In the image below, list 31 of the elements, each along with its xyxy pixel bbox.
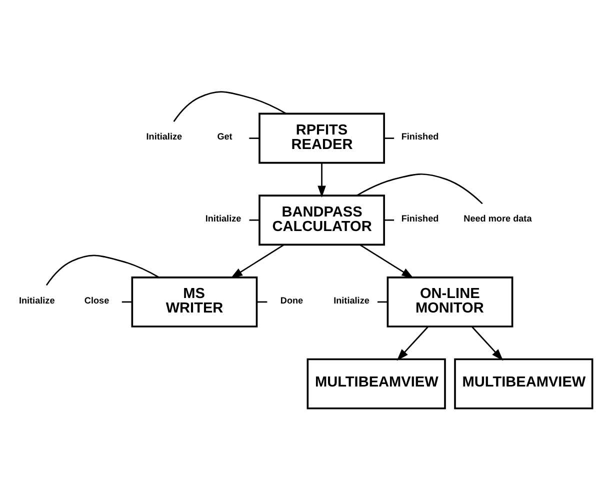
arrow bbox=[472, 326, 504, 360]
connector bbox=[122, 300, 132, 302]
arrow bbox=[360, 244, 414, 278]
connector bbox=[173, 90, 286, 122]
node-box: BANDPASS CALCULATOR bbox=[258, 194, 385, 246]
arrow bbox=[318, 162, 326, 198]
connector bbox=[249, 218, 260, 220]
connector bbox=[256, 300, 268, 302]
node-text: Get bbox=[217, 131, 232, 142]
connector bbox=[356, 172, 483, 204]
node-text: Finished bbox=[401, 212, 439, 223]
node-text: Finished bbox=[401, 131, 439, 142]
node-text: Initialize bbox=[205, 212, 242, 223]
node-text: Need more data bbox=[464, 212, 532, 223]
arrow bbox=[396, 326, 428, 360]
arrow bbox=[230, 244, 284, 278]
node-text: Initialize bbox=[18, 294, 55, 305]
node-box: MULTIBEAMVIEW bbox=[306, 358, 446, 409]
connector bbox=[384, 218, 394, 220]
connector bbox=[249, 137, 260, 138]
node-box: RPFITS READER bbox=[258, 112, 385, 164]
node-box: ON-LINE MONITOR bbox=[386, 276, 514, 327]
node-text: Done bbox=[280, 294, 304, 305]
connector bbox=[46, 254, 160, 286]
connector bbox=[378, 300, 388, 302]
node-box: MULTIBEAMVIEW bbox=[454, 358, 594, 409]
node-text: Close bbox=[84, 294, 110, 305]
node-text: Initialize bbox=[334, 294, 370, 305]
connector bbox=[384, 137, 394, 138]
node-box: MS WRITER bbox=[131, 276, 258, 327]
node-text: Initialize bbox=[146, 131, 182, 142]
